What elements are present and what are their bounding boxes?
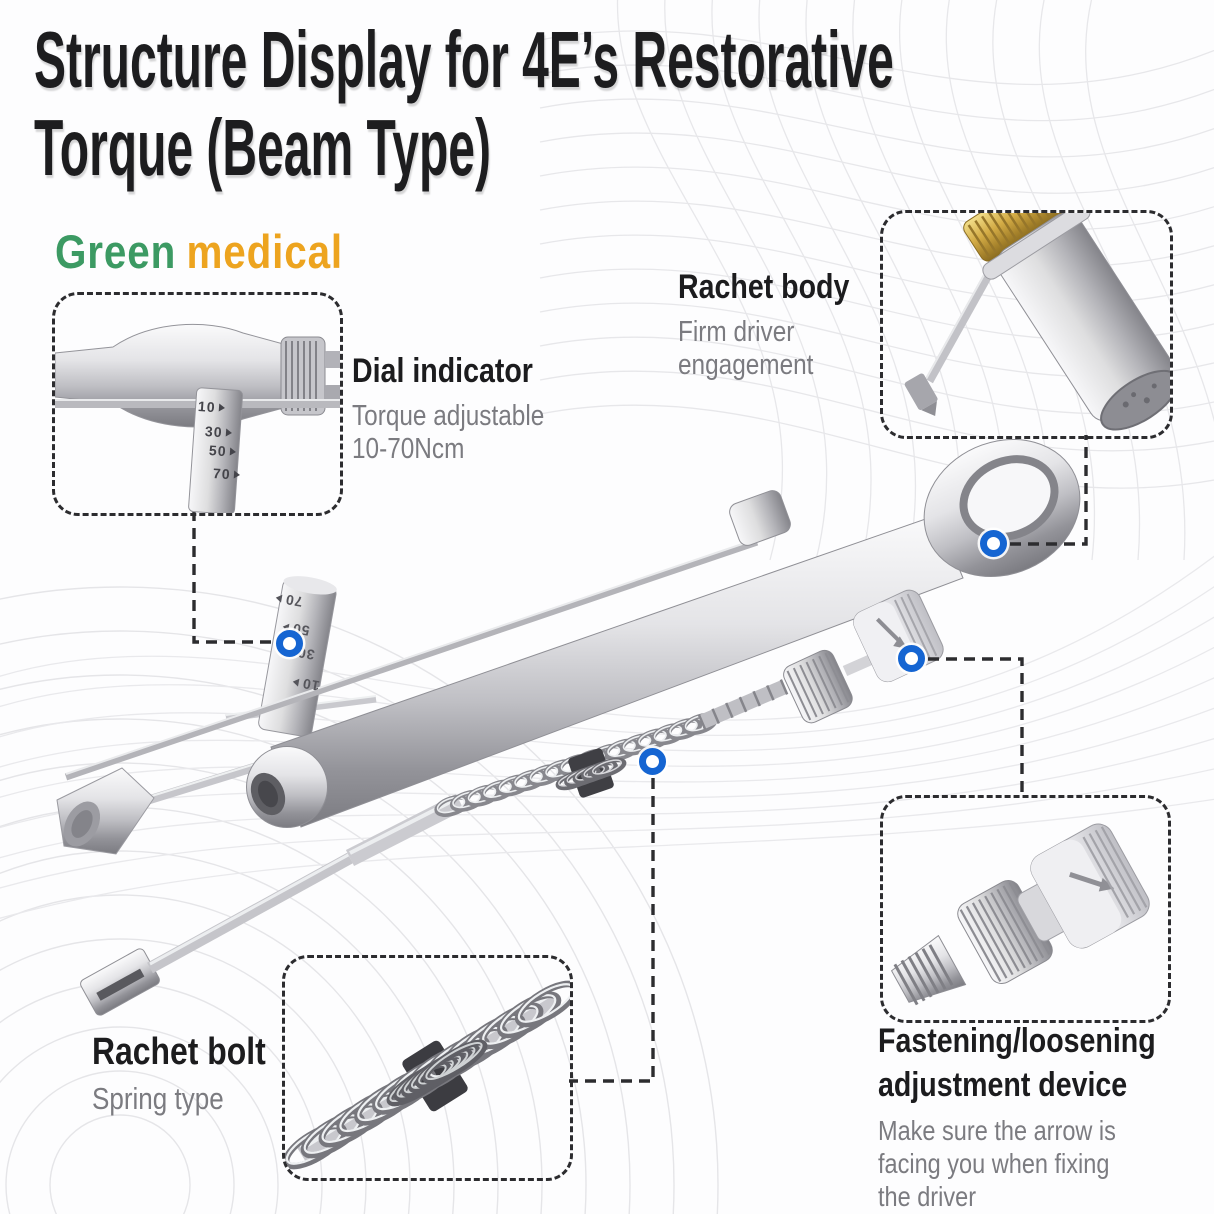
label-title-line1: Fastening/loosening [878, 1022, 1156, 1060]
brand-logo-medical: medical [186, 225, 344, 278]
label-fastening-device: Fastening/loosening adjustment device Ma… [878, 1020, 1156, 1213]
pointer-icon [218, 403, 225, 412]
label-dial-indicator: Dial indicator Torque adjustable 10-70Nc… [352, 350, 579, 467]
pointer-icon [233, 470, 240, 479]
page-title: Structure Display for 4E’s Restorative T… [34, 15, 894, 192]
dial-closeup-photo [55, 323, 340, 513]
label-subtitle: Firm driver engagement [678, 315, 814, 382]
connector-body [1010, 435, 1088, 546]
dial-scale-mark: 50 [208, 442, 236, 460]
pointer-icon [292, 677, 300, 687]
label-subtitle: Spring type [92, 1080, 224, 1116]
label-title: Rachet body [678, 268, 850, 306]
pointer-icon [229, 447, 236, 456]
label-title: Rachet bolt [92, 1031, 266, 1073]
pointer-icon [225, 428, 232, 437]
dial-post-illustration [258, 576, 337, 738]
brand-logo-green: Green [55, 225, 177, 278]
direction-arrow-icon [1069, 871, 1105, 888]
page-title-line2: Torque (Beam Type) [34, 103, 491, 192]
rachet-body-closeup-photo [904, 213, 1170, 431]
page-title-line1: Structure Display for 4E’s Restorative [34, 15, 894, 104]
pointer-icon [275, 593, 283, 603]
connector-spring [569, 778, 655, 1083]
label-subtitle: Make sure the arrow is facing you when f… [878, 1115, 1116, 1212]
callout-box-rachet-body [880, 210, 1173, 439]
marker-dot-fastening [898, 645, 925, 672]
label-title: Dial indicator [352, 352, 533, 390]
dial-scale-mark: 10 [197, 398, 225, 416]
dial-scale-mark: 70 [212, 465, 240, 483]
fastening-device-closeup-photo [890, 823, 1150, 1006]
spring-closeup-photo [285, 980, 570, 1170]
ratchet-wrench-arm-illustration [64, 438, 1081, 828]
connector-fastening [928, 657, 1024, 793]
callout-box-dial-indicator [52, 292, 343, 516]
label-rachet-body: Rachet body Firm driver engagement [678, 266, 849, 383]
callout-box-fastening-device [880, 795, 1171, 1023]
marker-dot-dial [276, 630, 303, 657]
marker-dot-body [980, 530, 1007, 557]
connector-dial [192, 510, 273, 644]
label-title-line2: adjustment device [878, 1065, 1128, 1104]
label-subtitle: Torque adjustable 10-70Ncm [352, 399, 545, 466]
label-rachet-bolt: Rachet bolt Spring type [92, 1028, 266, 1117]
dial-scale-mark: 30 [204, 423, 232, 441]
callout-connector-lines [192, 435, 1088, 1083]
callout-box-spring [282, 955, 573, 1181]
ratchet-bolt-illustration [80, 589, 944, 1016]
marker-dot-spring [639, 748, 666, 775]
